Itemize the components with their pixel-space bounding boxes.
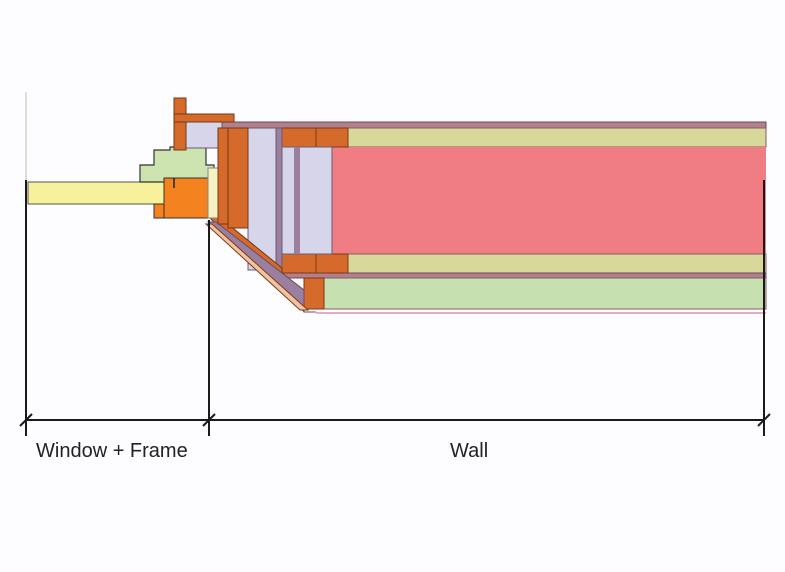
- reveal-lining: [275, 127, 283, 279]
- dimension-lines: [19, 180, 771, 436]
- wall-label: Wall: [450, 440, 489, 462]
- frame-profile-green: [139, 146, 215, 183]
- cladding-layer: [323, 277, 767, 310]
- window-frame-label: Window + Frame: [36, 440, 188, 462]
- wall-layers: [221, 121, 767, 314]
- reveal-boards: [204, 215, 316, 313]
- bottom-osb-strip: [345, 253, 767, 274]
- service-cavity: [281, 146, 333, 255]
- window-frame-group: [27, 97, 249, 229]
- frame-upper-lilac: [185, 121, 223, 149]
- frame-filler: [207, 167, 219, 219]
- tick-right: [757, 413, 771, 427]
- top-stud-left: [281, 127, 317, 148]
- top-board: [221, 121, 767, 129]
- frame-head-cap: [173, 113, 235, 123]
- insulation-layer: [332, 147, 766, 254]
- top-osb-strip: [345, 127, 767, 148]
- jamb-timber-outer: [217, 127, 229, 225]
- frame-block-shadow: [153, 203, 165, 219]
- frame-block-orange: [163, 177, 211, 219]
- jamb-timber-inner: [227, 127, 249, 229]
- service-cavity-divider: [294, 147, 300, 254]
- glass-pane: [27, 181, 165, 205]
- bottom-stud-left: [281, 253, 317, 274]
- tick-middle: [202, 413, 216, 427]
- bottom-board: [281, 272, 767, 279]
- bottom-stud-right: [315, 253, 349, 274]
- tick-left: [19, 413, 33, 427]
- top-stud-right: [315, 127, 349, 148]
- frame-head-timber: [173, 97, 187, 151]
- cladding-batten: [303, 277, 325, 310]
